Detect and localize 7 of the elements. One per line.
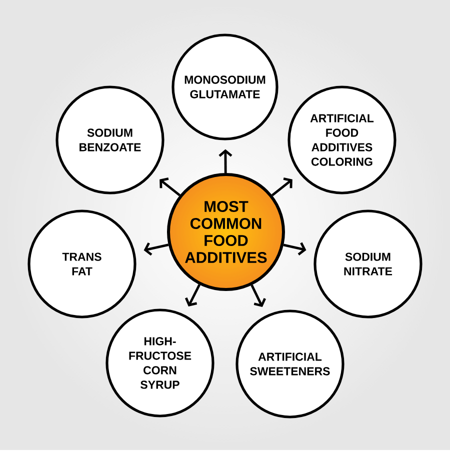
arrow — [218, 149, 232, 174]
arrow — [144, 242, 169, 256]
arrow — [250, 284, 266, 308]
arrow — [271, 178, 292, 196]
arrow — [283, 242, 306, 256]
arrow — [184, 284, 201, 306]
arrow — [160, 178, 181, 196]
